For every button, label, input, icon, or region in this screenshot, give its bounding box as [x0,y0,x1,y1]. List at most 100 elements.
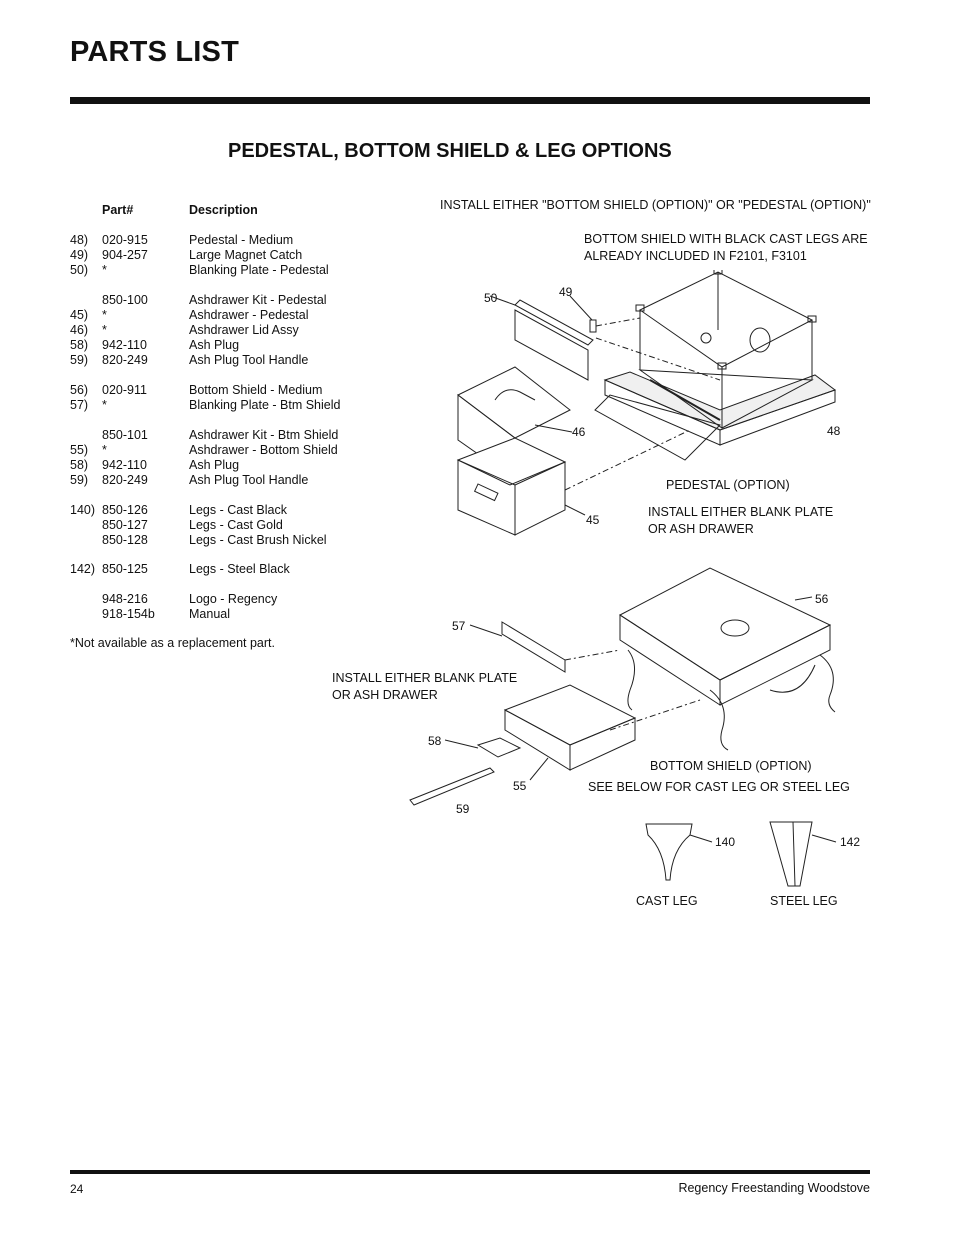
parts-row-partnum: * [102,263,107,277]
parts-row-partnum: 942-110 [102,458,147,472]
parts-row-number: 55) [70,443,89,457]
parts-row-description: Large Magnet Catch [189,248,303,262]
parts-row-number: 142) [70,562,96,576]
parts-row-description: Ash Plug Tool Handle [189,353,309,367]
parts-row-partnum: 948-216 [102,592,148,606]
parts-row-description: Ashdrawer - Bottom Shield [189,443,338,457]
parts-row-description: Pedestal - Medium [189,233,294,247]
header-part: Part# [102,203,134,217]
parts-row-description: Ashdrawer Kit - Btm Shield [189,428,339,442]
parts-row-description: Ashdrawer Lid Assy [189,323,299,337]
pedestal-option-label: PEDESTAL (OPTION) [666,478,790,492]
pedestal-drawing [603,270,837,446]
parts-row-number: 56) [70,383,89,397]
parts-row-partnum: * [102,323,107,337]
parts-row-partnum: 850-125 [102,562,148,576]
header-rule [70,97,870,104]
page-number: 24 [70,1182,84,1196]
parts-row-description: Bottom Shield - Medium [189,383,323,397]
bottom-shield-note-2: ALREADY INCLUDED IN F2101, F3101 [584,249,807,263]
bottom-blank-plate-drawing [501,621,566,673]
parts-row-description: Blanking Plate - Pedestal [189,263,329,277]
parts-row-number: 59) [70,353,89,367]
parts-row-number: 58) [70,458,89,472]
parts-row-partnum: 850-127 [102,518,148,532]
install-blank-left-2: OR ASH DRAWER [332,688,438,702]
callout-55: 55 [513,779,527,793]
parts-row-number: 50) [70,263,89,277]
parts-row-description: Ashdrawer - Pedestal [189,308,309,322]
bottom-shield-option-label: BOTTOM SHIELD (OPTION) [650,759,812,773]
parts-row-partnum: 850-126 [102,503,148,517]
parts-row-number: 59) [70,473,89,487]
parts-row-partnum: * [102,443,107,457]
callout-48: 48 [827,424,841,438]
parts-row-description: Legs - Cast Black [189,503,287,517]
parts-row-number: 48) [70,233,89,247]
install-blank-left-1: INSTALL EITHER BLANK PLATE [332,671,518,685]
parts-row-partnum: 942-110 [102,338,147,352]
cast-leg-label: CAST LEG [636,894,698,908]
callout-58: 58 [428,734,442,748]
parts-row-description: Logo - Regency [189,592,278,606]
bottom-shield-note-1: BOTTOM SHIELD WITH BLACK CAST LEGS ARE [584,232,868,246]
callout-140: 140 [715,835,736,849]
magnet-catch-drawing [589,319,597,333]
parts-row-number: 57) [70,398,89,412]
cast-leg-drawing [645,823,693,881]
section-title: PEDESTAL, BOTTOM SHIELD & LEG OPTIONS [228,140,672,162]
parts-row-description: Ash Plug [189,458,240,472]
parts-row-partnum: 820-249 [102,473,148,487]
footnote: *Not available as a replacement part. [70,636,275,650]
parts-row-partnum: * [102,308,107,322]
parts-row-number: 45) [70,308,89,322]
page-title: PARTS LIST [70,36,240,68]
parts-row-description: Manual [189,607,230,621]
parts-row-description: Legs - Steel Black [189,562,290,576]
exploded-diagram [409,270,837,887]
ashdrawer-lid-drawing [457,366,571,439]
parts-row-number: 46) [70,323,89,337]
install-either-note: INSTALL EITHER "BOTTOM SHIELD (OPTION)" … [440,198,871,212]
blanking-plate-drawing [514,309,589,381]
parts-row-description: Ash Plug Tool Handle [189,473,309,487]
install-blank-right-2: OR ASH DRAWER [648,522,754,536]
ash-plug-tool-drawing [409,767,495,806]
see-below-note: SEE BELOW FOR CAST LEG OR STEEL LEG [588,780,850,794]
parts-row-description: Blanking Plate - Btm Shield [189,398,341,412]
callout-49: 49 [559,285,573,299]
parts-row-partnum: 850-128 [102,533,148,547]
parts-row-description: Ashdrawer Kit - Pedestal [189,293,327,307]
parts-row-partnum: 904-257 [102,248,148,262]
ashdrawer-drawing [456,437,567,486]
parts-row-partnum: * [102,398,107,412]
bottom-shield-drawing [619,567,836,751]
callout-59: 59 [456,802,470,816]
parts-row-number: 58) [70,338,89,352]
parts-row-partnum: 850-101 [102,428,148,442]
footer-title: Regency Freestanding Woodstove [678,1181,870,1195]
callout-142: 142 [840,835,861,849]
callout-56: 56 [815,592,829,606]
parts-row-number: 49) [70,248,89,262]
install-blank-right-1: INSTALL EITHER BLANK PLATE [648,505,834,519]
bottom-ashdrawer-drawing [503,684,637,746]
parts-row-partnum: 918-154b [102,607,155,621]
parts-row-partnum: 850-100 [102,293,148,307]
ash-plug-drawing [476,737,522,758]
steel-leg-label: STEEL LEG [770,894,838,908]
callout-45: 45 [586,513,600,527]
header-description: Description [189,203,258,217]
footer-rule [70,1170,870,1174]
parts-row-number: 140) [70,503,96,517]
parts-row-partnum: 020-915 [102,233,148,247]
parts-row-description: Legs - Cast Brush Nickel [189,533,327,547]
callout-46: 46 [572,425,586,439]
callout-57: 57 [452,619,466,633]
parts-row-partnum: 020-911 [102,383,147,397]
steel-leg-drawing [769,821,813,887]
callout-50: 50 [484,291,498,305]
parts-row-description: Ash Plug [189,338,240,352]
parts-row-partnum: 820-249 [102,353,148,367]
parts-row-description: Legs - Cast Gold [189,518,283,532]
